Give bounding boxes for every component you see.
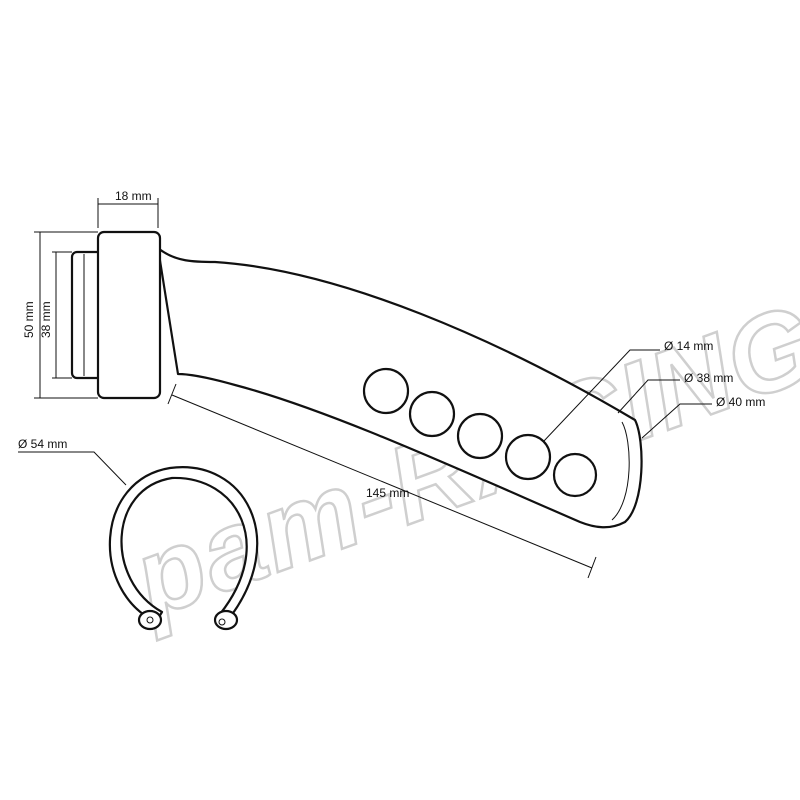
label-outer-height: 50 mm — [22, 301, 36, 338]
label-collar-width: 18 mm — [115, 189, 152, 203]
vent-hole — [408, 390, 456, 438]
circlip — [108, 466, 259, 631]
label-tube-outer-diameter: Ø 40 mm — [716, 395, 765, 409]
dim-diameters: Ø 14 mm Ø 38 mm Ø 40 mm — [542, 339, 765, 443]
vent-holes — [362, 367, 598, 498]
label-tube-inner-diameter: Ø 38 mm — [684, 371, 733, 385]
circlip-eye-left — [137, 609, 163, 631]
label-length: 145 mm — [366, 486, 409, 500]
dim-heights: 50 mm 38 mm — [22, 231, 98, 399]
vent-hole — [552, 452, 598, 498]
dim-length: 145 mm — [167, 383, 597, 579]
vent-hole — [456, 412, 504, 460]
tube-end-rim — [611, 421, 630, 521]
circlip-hole-right — [218, 618, 226, 626]
circlip-eye-right — [213, 609, 239, 631]
collar — [96, 230, 162, 400]
label-inner-height: 38 mm — [39, 301, 53, 338]
label-circlip-diameter: Ø 54 mm — [18, 437, 67, 451]
vent-hole — [362, 367, 410, 415]
label-hole-diameter: Ø 14 mm — [664, 339, 713, 353]
dim-collar-width: 18 mm — [97, 189, 159, 228]
dim-circlip: Ø 54 mm — [18, 437, 127, 486]
circlip-hole-left — [146, 616, 154, 624]
vent-hole — [504, 433, 552, 481]
